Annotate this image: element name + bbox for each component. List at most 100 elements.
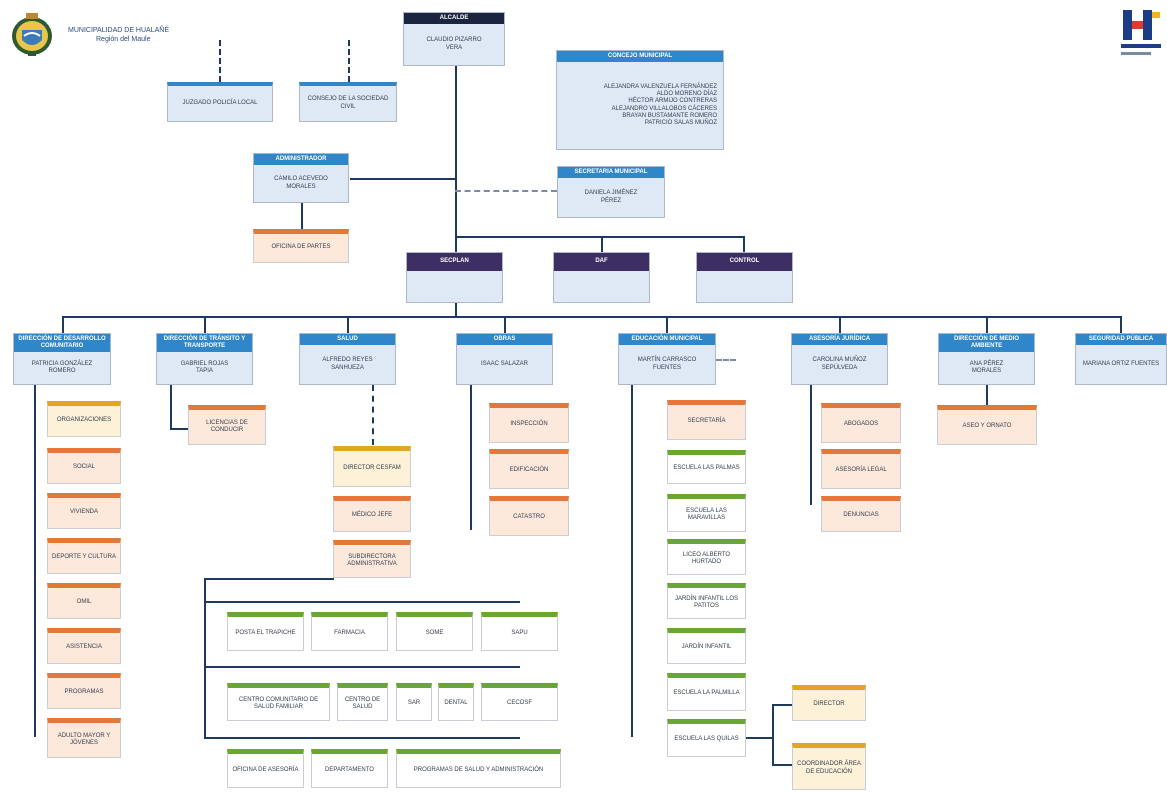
dideco-unit[interactable]: DEPORTE Y CULTURA (47, 538, 121, 574)
obras-unit[interactable]: CATASTRO (489, 496, 569, 536)
salud-cesfam-unit[interactable]: SAPU (481, 612, 558, 651)
secretaria-box[interactable]: SECRETARIA MUNICIPAL DANIELA JIMÉNEZ PÉR… (557, 166, 665, 218)
box-name: CAROLINA MUÑOZ SEPÚLVEDA (792, 345, 887, 384)
salud-unit[interactable]: MÉDICO JEFE (333, 496, 411, 532)
salud-cesfam-unit[interactable]: SOME (396, 612, 473, 651)
connector-line (62, 316, 1120, 318)
educacion-unit[interactable]: SECRETARÍA (667, 400, 746, 440)
salud-program-unit[interactable]: DEPARTAMENTO (311, 749, 388, 788)
juridica-unit[interactable]: ASESORÍA LEGAL (821, 449, 901, 489)
box-title: SEGURIDAD PÚBLICA (1076, 334, 1166, 346)
dideco-unit[interactable]: PROGRAMAS (47, 673, 121, 709)
connector-line (455, 66, 457, 236)
educacion-sub-unit[interactable]: COORDINADOR ÁREA DE EDUCACIÓN (792, 743, 866, 790)
juridica-box[interactable]: ASESORÍA JURÍDICA CAROLINA MUÑOZ SEPÚLVE… (791, 333, 888, 385)
box-name: CLAUDIO PIZARRO VERA (404, 24, 504, 65)
box-name: GABRIEL ROJAS TAPIA (157, 352, 252, 384)
salud-center-unit[interactable]: DENTAL (438, 683, 474, 721)
box-title: SECPLAN (407, 253, 502, 271)
concejo-members: ALEJANDRA VALENZUELA FERNÁNDEZ ALDO MORE… (557, 62, 723, 149)
daf-box[interactable]: DAF (553, 252, 650, 303)
org-name: MUNICIPALIDAD DE HUALAÑÉ (68, 27, 170, 34)
educacion-unit[interactable]: ESCUELA LA PALMILLA (667, 673, 746, 711)
educacion-unit[interactable]: LICEO ALBERTO HURTADO (667, 539, 746, 575)
concejo-box[interactable]: CONCEJO MUNICIPAL ALEJANDRA VALENZUELA F… (556, 50, 724, 150)
salud-center-unit[interactable]: SAR (396, 683, 432, 721)
educacion-unit[interactable]: ESCUELA LAS PALMAS (667, 450, 746, 484)
box-title: DIRECCIÓN DE MEDIO AMBIENTE (939, 334, 1034, 353)
salud-center-unit[interactable]: CECOSF (481, 683, 558, 721)
org-subtitle: Región del Maule (96, 36, 151, 44)
educacion-unit[interactable]: JARDÍN INFANTIL (667, 628, 746, 664)
salud-unit[interactable]: DIRECTOR CESFAM (333, 446, 411, 487)
dideco-unit[interactable]: ORGANIZACIONES (47, 401, 121, 437)
control-box[interactable]: CONTROL (696, 252, 793, 303)
medioambiente-box[interactable]: DIRECCIÓN DE MEDIO AMBIENTE ANA PÉREZ MO… (938, 333, 1035, 385)
connector-line (772, 704, 792, 706)
juzgado-box[interactable]: JUZGADO POLICÍA LOCAL (167, 82, 273, 122)
transito-box[interactable]: DIRECCIÓN DE TRÁNSITO Y TRANSPORTE GABRI… (156, 333, 253, 385)
box-body (407, 271, 502, 302)
box-name: DANIELA JIMÉNEZ PÉREZ (558, 178, 664, 217)
dideco-unit[interactable]: ASISTENCIA (47, 628, 121, 664)
box-name: ISAAC SALAZAR (457, 345, 552, 384)
connector-line (170, 428, 188, 430)
juridica-unit[interactable]: DENUNCIAS (821, 496, 901, 532)
transito-unit[interactable]: LICENCIAS DE CONDUCIR (188, 405, 266, 445)
connector-line (350, 178, 455, 180)
salud-center-unit[interactable]: CENTRO COMUNITARIO DE SALUD FAMILIAR (227, 683, 330, 721)
obras-unit[interactable]: INSPECCIÓN (489, 403, 569, 443)
connector-line (986, 316, 988, 333)
box-title: SECRETARIA MUNICIPAL (558, 167, 664, 179)
dideco-unit[interactable]: VIVIENDA (47, 493, 121, 529)
secplan-box[interactable]: SECPLAN (406, 252, 503, 303)
box-name: MARIANA ORTIZ FUENTES (1076, 345, 1166, 384)
box-title: ADMINISTRADOR (254, 154, 348, 166)
educacion-unit[interactable]: ESCUELA LAS QUILAS (667, 719, 746, 757)
salud-program-unit[interactable]: PROGRAMAS DE SALUD Y ADMINISTRACIÓN (396, 749, 561, 788)
dideco-box[interactable]: DIRECCIÓN DE DESARROLLO COMUNITARIO PATR… (13, 333, 111, 385)
connector-line (743, 236, 745, 252)
box-title: DAF (554, 253, 649, 271)
connector-line (1120, 316, 1122, 333)
juridica-unit[interactable]: ABOGADOS (821, 403, 901, 443)
alcalde-box[interactable]: ALCALDE CLAUDIO PIZARRO VERA (403, 12, 505, 66)
member: BRAYAN BUSTAMANTE ROMERO (622, 112, 717, 119)
connector-line (746, 737, 772, 739)
box-name: ANA PÉREZ MORALES (939, 352, 1034, 384)
connector-dashed-line (455, 190, 557, 192)
box-title: SALUD (300, 334, 395, 346)
box-title: EDUCACIÓN MUNICIPAL (619, 334, 715, 346)
educacion-box[interactable]: EDUCACIÓN MUNICIPAL MARTÍN CARRASCO FUEN… (618, 333, 716, 385)
obras-unit[interactable]: EDIFICACIÓN (489, 449, 569, 489)
salud-cesfam-unit[interactable]: POSTA EL TRAPICHE (227, 612, 304, 651)
dideco-unit[interactable]: ADULTO MAYOR Y JÓVENES (47, 718, 121, 758)
administrador-box[interactable]: ADMINISTRADOR CAMILO ACEVEDO MORALES (253, 153, 349, 203)
consejo-box[interactable]: CONSEJO DE LA SOCIEDAD CIVIL (299, 82, 397, 122)
connector-line (347, 316, 349, 333)
oficina-partes-box[interactable]: OFICINA DE PARTES (253, 229, 349, 263)
educacion-unit[interactable]: ESCUELA LAS MARAVILLAS (667, 494, 746, 532)
box-title: DIRECCIÓN DE TRÁNSITO Y TRANSPORTE (157, 334, 252, 353)
obras-box[interactable]: OBRAS ISAAC SALAZAR (456, 333, 553, 385)
box-title: CONTROL (697, 253, 792, 271)
dideco-unit[interactable]: SOCIAL (47, 448, 121, 484)
educacion-sub-unit[interactable]: DIRECTOR (792, 685, 866, 721)
salud-center-unit[interactable]: CENTRO DE SALUD (337, 683, 388, 721)
connector-line (455, 303, 457, 316)
org-header: MUNICIPALIDAD DE HUALAÑÉ Región del Maul… (68, 26, 169, 45)
educacion-unit[interactable]: JARDÍN INFANTIL LOS PATITOS (667, 583, 746, 619)
box-title: ASESORÍA JURÍDICA (792, 334, 887, 346)
connector-dashed-line (372, 385, 374, 445)
seguridad-box[interactable]: SEGURIDAD PÚBLICA MARIANA ORTIZ FUENTES (1075, 333, 1167, 385)
salud-cesfam-unit[interactable]: FARMACIA (311, 612, 388, 651)
salud-program-unit[interactable]: OFICINA DE ASESORÍA (227, 749, 304, 788)
box-title: CONCEJO MUNICIPAL (557, 51, 723, 63)
dideco-unit[interactable]: OMIL (47, 583, 121, 619)
medioambiente-unit[interactable]: ASEO Y ORNATO (937, 405, 1037, 445)
connector-dashed-line (716, 359, 736, 361)
salud-unit[interactable]: SUBDIRECTORA ADMINISTRATIVA (333, 540, 411, 578)
salud-box[interactable]: SALUD ALFREDO REYES SANHUEZA (299, 333, 396, 385)
box-title: ALCALDE (404, 13, 504, 25)
connector-dashed-line (348, 40, 350, 82)
